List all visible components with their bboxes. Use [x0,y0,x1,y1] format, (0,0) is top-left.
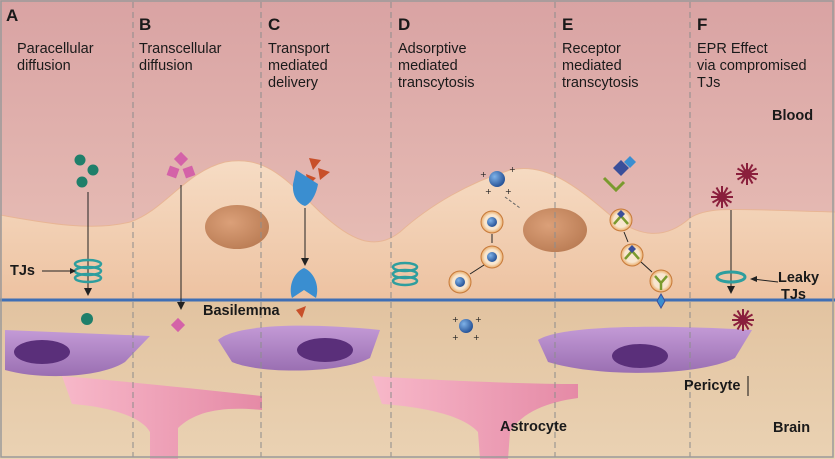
leaky-tjs-pointer [752,278,779,283]
pink-diamond-cluster [166,151,196,179]
column-letter: C [268,15,281,34]
receptor-vesicle [609,208,633,232]
column-letter: F [697,15,708,34]
svg-text:+: + [505,187,512,196]
tight-junction-icon [391,261,419,287]
pericyte-nucleus [297,338,353,362]
arrowhead [727,286,735,294]
vesicle-arrow [469,264,485,275]
column-title: Transcellular diffusion [139,41,221,75]
transporter-protein-open [292,170,318,206]
column-title-line: Transport [268,41,330,57]
column-title: Paracellular diffusion [17,41,94,75]
column-title: Adsorptive mediated transcytosis [398,41,475,92]
svg-text:+: + [475,315,482,324]
column-title: Receptor mediated transcytosis [562,41,639,92]
leaky-tjs-label: Leaky TJs [778,270,819,305]
transporter-protein-membrane [290,268,318,298]
pericyte-nucleus [14,340,70,364]
receptor-vesicle [620,243,644,267]
arrowhead [301,258,309,266]
column-title-line: via compromised [697,58,807,75]
column-letter: A [6,6,19,25]
pericyte-nucleus [612,344,668,368]
column-title-line: delivery [268,75,318,92]
teal-particle-cluster [74,154,99,188]
svg-text:+: + [485,187,492,196]
column-title-line: mediated [562,58,622,75]
leaky-tjs-line: Leaky [778,270,820,286]
cationized-particle: + + + + [480,165,516,196]
svg-text:+: + [452,315,459,324]
column-title: EPR Effect via compromised TJs [697,41,807,92]
brain-label: Brain [773,420,811,436]
column-letter: E [562,15,574,34]
spiky-core [742,169,752,179]
column-letter: D [398,15,411,34]
teal-particle-brain [81,313,93,325]
column-dividers [132,2,691,457]
pericyte-label: Pericyte [684,378,741,394]
endocytic-vesicle [448,270,472,294]
pink-diamond-brain [170,317,186,333]
column-title-line: diffusion [17,58,71,75]
cationized-particle-brain: + + + + [452,315,482,342]
ligand-receptor-icon [602,156,636,193]
column-title-line: Paracellular [17,41,94,57]
astrocyte-label: Astrocyte [500,419,567,435]
arrowhead [84,288,92,296]
column-title-line: TJs [697,75,721,92]
svg-text:+: + [452,333,459,342]
leaky-tight-junction-icon [715,270,747,284]
arrowhead [750,276,757,282]
basilemma-label: Basilemma [203,303,280,319]
vesicle-arrow [640,261,653,273]
column-title-line: transcytosis [398,75,475,92]
spiky-core [717,192,727,202]
column-letter: B [139,15,152,34]
receptor-vesicle [649,269,673,293]
spiky-nanoparticle [736,163,758,185]
column-title-line: Receptor [562,41,621,57]
column-title-line: EPR Effect [697,41,768,57]
tjs-label: TJs [10,263,35,279]
svg-text:+: + [509,165,516,174]
arrowhead [70,268,76,274]
column-title-line: diffusion [139,58,193,75]
column-title-line: mediated [398,58,458,75]
column-title-line: transcytosis [562,75,639,92]
endocytic-vesicle [480,245,504,269]
column-title-line: mediated [268,58,328,75]
spiky-core [738,315,748,325]
astrocyte-cell [372,376,578,459]
endocytic-vesicle [480,210,504,234]
column-title-line: Adsorptive [398,41,467,57]
adsorption-path [504,196,521,209]
spiky-nanoparticle [711,186,733,208]
endothelial-cell-layer [0,160,835,301]
leaky-tjs-line: TJs [781,287,806,304]
released-ligand-icon [656,292,666,310]
vesicle-arrow [623,231,629,243]
astrocyte-cell [62,376,262,459]
spiky-nanoparticle-brain [732,309,754,331]
column-title: Transport mediated delivery [268,41,330,92]
orange-triangle-brain [296,306,306,318]
endothelial-nucleus [523,208,587,252]
svg-text:+: + [480,170,487,179]
endothelial-nucleus [205,205,269,249]
arrowhead [177,302,185,310]
column-title-line: Transcellular [139,41,222,57]
blood-label: Blood [772,108,814,124]
svg-text:+: + [473,333,480,342]
